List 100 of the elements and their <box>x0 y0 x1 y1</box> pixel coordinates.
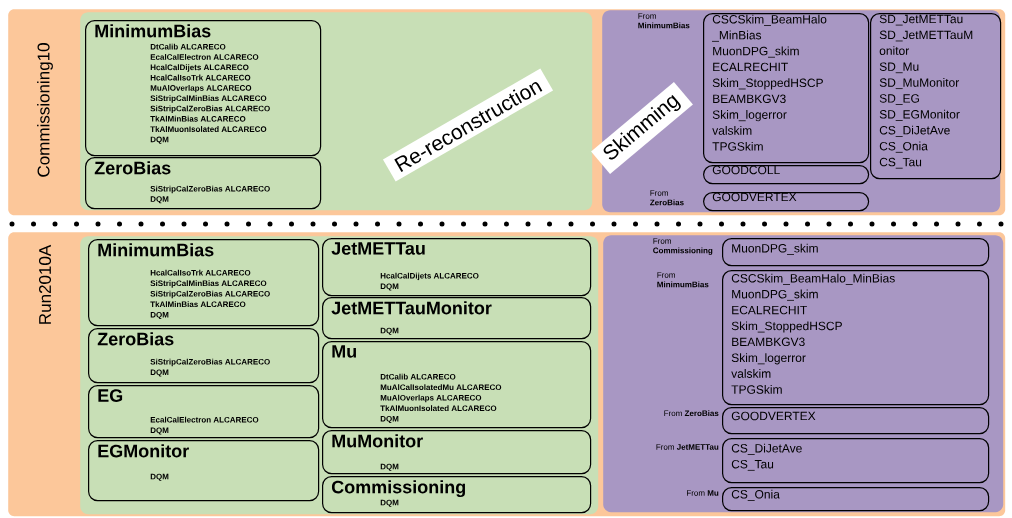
stream-name: HcalCalIsoTrk ALCARECO <box>150 269 251 276</box>
skim-box <box>722 270 990 406</box>
skim-name: CS_Onia <box>731 489 780 501</box>
skim-name: SD_JetMETTauM onitor <box>879 30 973 55</box>
source-label: From MinimumBias <box>638 13 690 29</box>
stream-name: TkAlMuonIsolated ALCARECO <box>380 405 497 412</box>
dataset-heading: Commissioning <box>331 480 465 498</box>
stream-name: HcalCalIsoTrk ALCARECO <box>150 74 251 81</box>
dataset-box <box>85 20 322 157</box>
source-label: From ZeroBias <box>650 190 684 206</box>
dataset-box <box>88 239 320 327</box>
skim-box <box>703 13 870 164</box>
source-label: From Commissioning <box>653 238 713 255</box>
skim-name: TPGSkim <box>731 385 782 394</box>
skim-name: Skim_logerror <box>712 110 787 122</box>
skim-name: BEAMBKGV3 <box>732 337 805 347</box>
skim-name: CSCSkim_BeamHalo_MinBias <box>731 273 895 285</box>
skim-name: SD_EG <box>879 94 919 105</box>
skim-name: CS_DiJetAve <box>879 125 950 137</box>
dataset-heading: ZeroBias <box>94 161 171 175</box>
skim-box <box>870 13 1002 180</box>
stream-name: DQM <box>150 473 169 481</box>
stream-name: DQM <box>380 283 399 291</box>
stream-name: SiStripCalMinBias ALCARECO <box>150 95 267 103</box>
skim-name: SD_Mu <box>879 62 919 74</box>
skim-name: Skim_logerror <box>731 353 806 365</box>
dataset-heading: EG <box>98 389 123 402</box>
skim-box <box>703 165 870 185</box>
panel-background <box>603 235 1004 513</box>
dataset-box <box>322 297 592 340</box>
dataset-box <box>322 476 592 514</box>
panel-background <box>80 236 599 515</box>
dataset-heading: MinimumBias <box>95 24 211 38</box>
stream-name: DQM <box>150 369 169 377</box>
dataset-box <box>85 157 322 210</box>
skim-name: ECALRECHIT <box>713 62 788 72</box>
dataset-heading: MuMonitor <box>332 434 423 448</box>
skim-name: Skim_StoppedHSCP <box>712 78 823 90</box>
dataset-heading: EGMonitor <box>98 444 189 458</box>
skim-box <box>722 238 990 267</box>
dataset-box <box>88 328 320 384</box>
stream-name: DQM <box>380 499 399 507</box>
stream-name: SiStripCalZeroBias ALCARECO <box>150 185 270 194</box>
skim-name: valskim <box>712 126 752 135</box>
dataset-heading: ZeroBias <box>97 332 174 346</box>
dataset-box <box>88 385 320 439</box>
skim-name: ECALRECHIT <box>732 305 807 315</box>
skim-name: MuonDPG_skim <box>732 243 818 255</box>
stream-name: EcalCalElectron ALCARECO <box>150 54 259 60</box>
skim-name: TPGSkim <box>712 141 763 151</box>
stream-name: DQM <box>150 311 169 320</box>
stream-name: HcalCalDijets ALCARECO <box>380 272 479 281</box>
dataset-box <box>88 440 320 502</box>
dataset-box <box>322 430 592 475</box>
panel-background <box>80 12 593 211</box>
dataset-heading: JetMETTauMonitor <box>331 301 492 315</box>
stream-name: DtCalib ALCARECO <box>380 373 456 380</box>
stream-name: DQM <box>380 415 399 424</box>
panel-background <box>602 10 1001 213</box>
skim-name: MuonDPG_skim <box>713 46 799 58</box>
source-label: From ZeroBias <box>664 410 719 417</box>
stream-name: DtCalib ALCARECO <box>150 43 226 50</box>
dataset-box <box>322 341 592 429</box>
stream-name: MuAlCalIsolatedMu ALCARECO <box>380 384 502 391</box>
skim-name: SD_JetMETTau <box>879 14 963 26</box>
skim-box <box>722 407 990 435</box>
stream-name: SiStripCalZeroBias ALCARECO <box>150 358 270 367</box>
skim-name: SD_MuMonitor <box>879 78 959 90</box>
dataset-box <box>322 238 592 297</box>
stream-name: DQM <box>150 427 169 435</box>
skim-name: CSCSkim_BeamHalo _MinBias <box>712 14 827 42</box>
source-label: From Mu <box>687 490 719 496</box>
stream-name: TkAlMuonIsolated ALCARECO <box>150 126 267 132</box>
skim-name: SD_EGMonitor <box>879 109 960 121</box>
skim-name: GOODVERTEX <box>731 411 816 421</box>
stream-name: EcalCalElectron ALCARECO <box>150 416 259 423</box>
stream-name: DQM <box>380 463 399 471</box>
stream-name: TkAlMinBias ALCARECO <box>150 115 246 122</box>
stream-name: DQM <box>150 136 169 144</box>
skim-box <box>722 438 990 484</box>
dataset-heading: MinimumBias <box>98 243 214 257</box>
skim-name: valskim <box>731 369 771 378</box>
skim-name: CS_Onia <box>879 141 928 153</box>
stream-name: HcalCalDijets ALCARECO <box>150 64 249 72</box>
dataset-heading: JetMETTau <box>331 242 425 255</box>
stream-name: MuAlOverlaps ALCARECO <box>380 394 482 403</box>
stream-name: DQM <box>150 196 169 204</box>
stream-name: MuAlOverlaps ALCARECO <box>150 84 252 93</box>
stream-name: DQM <box>380 327 399 335</box>
stream-name: SiStripCalMinBias ALCARECO <box>150 280 267 288</box>
skim-name: GOODCOLL <box>712 165 780 175</box>
skim-name: CS_Tau <box>731 459 774 471</box>
skim-name: Skim_StoppedHSCP <box>731 321 842 333</box>
stream-name: TkAlMinBias ALCARECO <box>150 301 246 308</box>
skim-name: CS_Tau <box>879 157 922 169</box>
source-label: From JetMETTau <box>656 444 719 450</box>
source-label: From MinimumBias <box>657 272 709 288</box>
skim-name: MuonDPG_skim <box>732 289 818 301</box>
skim-name: GOODVERTEX <box>712 192 797 202</box>
skim-name: BEAMBKGV3 <box>713 94 786 103</box>
